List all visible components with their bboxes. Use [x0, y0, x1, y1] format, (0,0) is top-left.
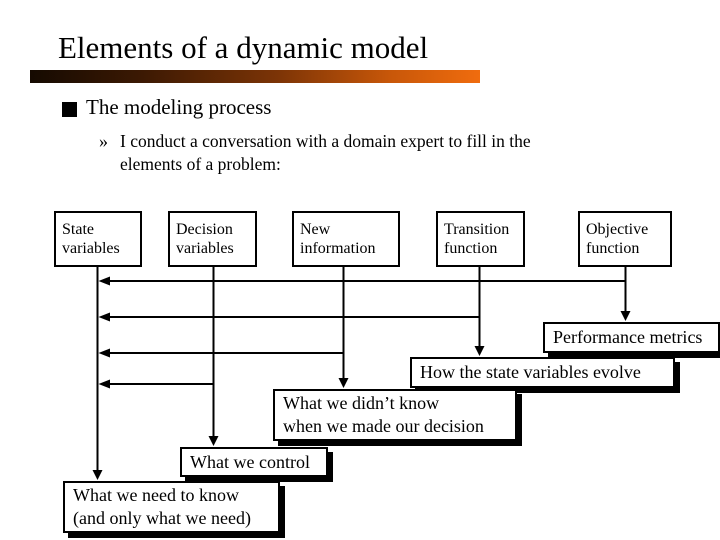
callout-what-we-didnt-know: What we didn’t know when we made our dec… [273, 389, 517, 441]
element-box-objective-function: Objective function [578, 211, 672, 267]
element-box-new-information: New information [292, 211, 400, 267]
callout-what-we-control: What we control [180, 447, 328, 477]
callout-how-state-variables-evolve: How the state variables evolve [410, 357, 675, 388]
bullet-text: The modeling process [86, 95, 272, 119]
element-box-decision-variables: Decision variables [168, 211, 257, 267]
callout-what-we-need-to-know: What we need to know (and only what we n… [63, 481, 280, 533]
slide-title: Elements of a dynamic model [58, 30, 429, 65]
callout-text-line: What we need to know [73, 485, 239, 505]
element-box-transition-function: Transition function [436, 211, 525, 267]
sub-bullet-line: I conduct a conversation with a domain e… [120, 131, 531, 151]
callout-text-line: What we didn’t know [283, 393, 440, 413]
element-box-state-variables: State variables [54, 211, 142, 267]
sub-bullet-text: I conduct a conversation with a domain e… [120, 130, 531, 176]
bullet-square-icon [62, 102, 77, 117]
callout-text: What we control [190, 451, 310, 472]
sub-bullet-line: elements of a problem: [120, 154, 281, 174]
title-accent-bar [30, 70, 480, 83]
callout-text: How the state variables evolve [420, 362, 641, 382]
callout-performance-metrics: Performance metrics [543, 322, 720, 353]
sub-bullet-chevron-icon: » [99, 131, 108, 151]
callout-text: Performance metrics [553, 327, 703, 347]
callout-text-line: when we made our decision [283, 416, 484, 436]
callout-text-line: (and only what we need) [73, 508, 251, 528]
